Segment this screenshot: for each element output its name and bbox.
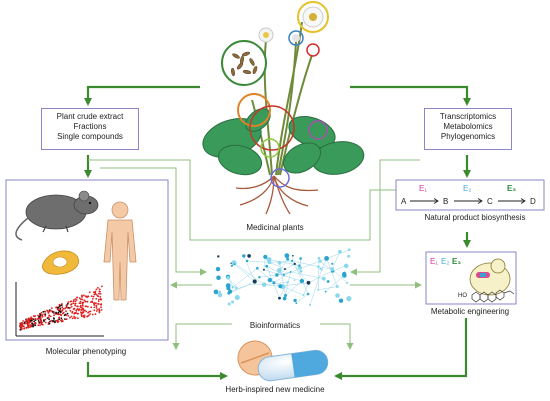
connector-omics-to-bioinformatics (350, 159, 420, 276)
omics-line-2: Metabolomics (443, 122, 493, 131)
bioinformatics-connectors (88, 159, 428, 350)
main-flow-arrows (84, 85, 471, 380)
extract-line-3: Single compounds (57, 132, 123, 141)
medicine-pills (237, 340, 329, 382)
new-medicine-label: Herb-inspired new medicine (225, 385, 325, 394)
phenotype-scatter (15, 282, 104, 337)
seed-inset (221, 40, 267, 86)
pathway-enzyme-2: E₂ (463, 184, 472, 193)
flower-highlight-ring (297, 1, 329, 33)
medicinal-plant-illustration (202, 1, 365, 215)
molecular-phenotyping-label: Molecular phenotyping (45, 347, 127, 356)
biosynthesis-panel (395, 179, 545, 211)
omics-box (424, 108, 512, 150)
extract-box-text: Plant crude extract Fractions Single com… (41, 112, 139, 142)
engineering-panel (425, 251, 517, 305)
omics-line-3: Phylogenomics (440, 132, 496, 141)
pathway-node-d: D (530, 197, 536, 206)
phenotyping-panel (5, 179, 169, 341)
engineering-enzyme-2: E₂ (441, 257, 450, 266)
arrow-engineering-to-medicine (334, 318, 468, 380)
mouse-illustration (15, 190, 99, 241)
omics-line-1: Transcriptomics (439, 112, 497, 121)
omics-box-text: Transcriptomics Metabolomics Phylogenomi… (424, 112, 512, 142)
cell-illustration (42, 250, 80, 275)
extract-box (41, 108, 139, 150)
pathway-node-b: B (443, 197, 449, 206)
arrow-plant-to-extract (84, 85, 200, 106)
connector-extract-to-bioinformatics (100, 167, 207, 276)
human-illustration (103, 201, 137, 301)
bioinformatics-network (213, 248, 352, 306)
connector-bioinformatics-to-medicine-left (172, 323, 232, 350)
pathway-node-a: A (401, 197, 407, 206)
metabolic-engineering-label: Metabolic engineering (430, 307, 510, 316)
medicinal-plants-label: Medicinal plants (246, 223, 304, 232)
engineering-enzyme-3: E₃ (452, 257, 462, 266)
pathway-enzyme-3: E₃ (507, 184, 517, 193)
arrow-phenotyping-to-medicine (86, 362, 228, 380)
pathway-enzyme-1: E₁ (419, 184, 428, 193)
extract-line-2: Fractions (73, 122, 107, 131)
extract-line-1: Plant crude extract (56, 112, 124, 121)
arrow-plant-to-omics (350, 85, 471, 106)
connector-bioinformatics-to-medicine-right (320, 323, 354, 350)
engineering-enzyme-1: E₁ (430, 257, 439, 266)
engineering-product-prefix: HO (458, 293, 467, 299)
pathway-node-c: C (487, 197, 493, 206)
biosynthesis-label: Natural product biosynthesis (424, 213, 526, 222)
bioinformatics-label: Bioinformatics (249, 321, 301, 330)
